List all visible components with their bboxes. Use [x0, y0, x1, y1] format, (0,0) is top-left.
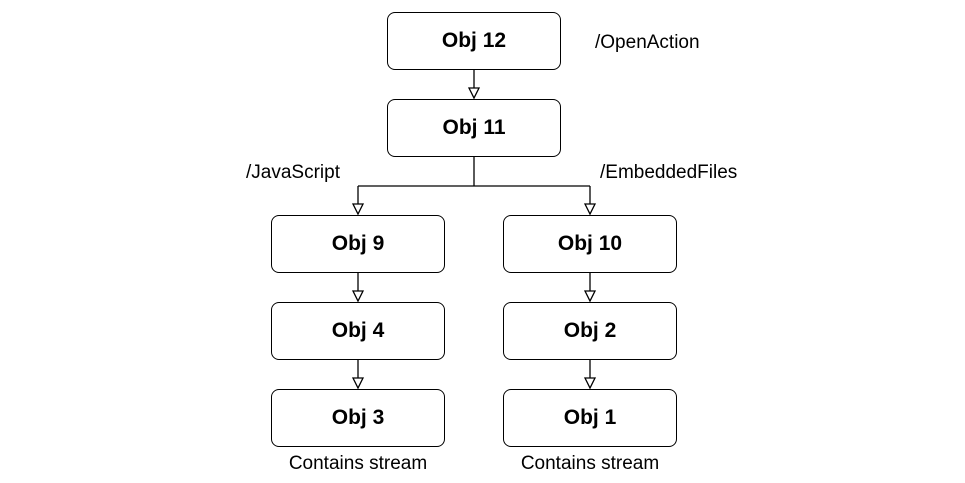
arrowhead-obj10	[583, 203, 597, 216]
arrowhead-obj1	[583, 377, 597, 390]
node-obj12: Obj 12	[387, 12, 561, 70]
caption-obj1-contains-stream: Contains stream	[520, 453, 660, 474]
node-obj10: Obj 10	[503, 215, 677, 273]
arrowhead-obj4	[351, 290, 365, 303]
edge-label-open-action: /OpenAction	[595, 32, 700, 53]
node-obj9: Obj 9	[271, 215, 445, 273]
edge-label-javascript: /JavaScript	[246, 162, 340, 183]
arrowhead-obj9	[351, 203, 365, 216]
node-obj2: Obj 2	[503, 302, 677, 360]
node-obj4: Obj 4	[271, 302, 445, 360]
caption-obj3-contains-stream: Contains stream	[288, 453, 428, 474]
arrowhead-obj2	[583, 290, 597, 303]
node-obj3: Obj 3	[271, 389, 445, 447]
arrowhead-obj3	[351, 377, 365, 390]
edge-label-embedded-files: /EmbeddedFiles	[600, 162, 738, 183]
arrowhead-obj11	[467, 87, 481, 100]
node-obj1: Obj 1	[503, 389, 677, 447]
node-obj11: Obj 11	[387, 99, 561, 157]
